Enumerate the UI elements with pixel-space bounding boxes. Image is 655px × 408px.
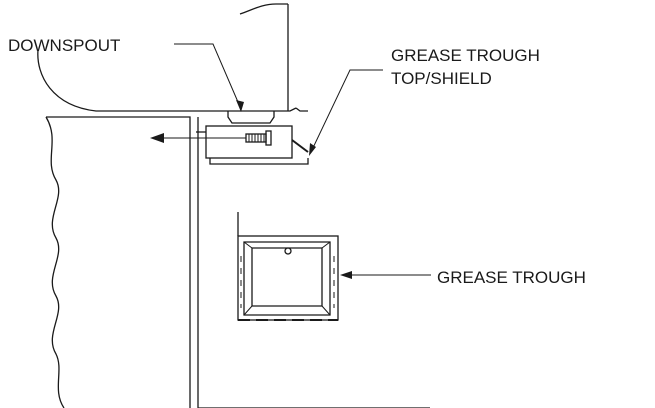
upper-panel xyxy=(239,3,289,111)
grease-trough-top-leader xyxy=(309,69,383,156)
hood-housing xyxy=(37,49,308,112)
downspout-label: DOWNSPOUT xyxy=(8,36,120,55)
grease-trough-label: GREASE TROUGH xyxy=(437,268,586,287)
main-body-panel xyxy=(45,116,191,408)
downspout xyxy=(227,111,275,124)
shield-fastener xyxy=(150,130,272,146)
grease-trough-top-label-line2: TOP/SHIELD xyxy=(391,69,492,88)
grease-trough-leader xyxy=(340,271,431,279)
grease-trough-top-label-line1: GREASE TROUGH xyxy=(391,46,540,65)
grease-trough-top-shield xyxy=(196,125,309,165)
grease-trough xyxy=(237,212,339,321)
downspout-leader xyxy=(174,43,244,112)
